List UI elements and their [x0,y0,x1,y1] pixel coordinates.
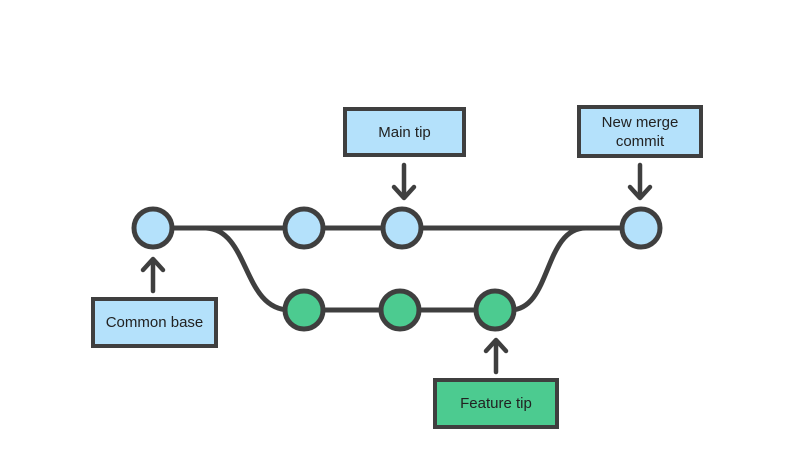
commit-node-feature-2 [378,288,422,332]
commit-node-main-3 [380,206,424,250]
commit-node-feature-1 [282,288,326,332]
main-tip-down-arrow-icon [391,162,417,201]
branch-out-curve [203,225,293,313]
commit-layer [131,206,663,332]
merge-in-curve [507,225,589,313]
label-common-base: Common base [91,297,218,348]
commit-node-main-4 [619,206,663,250]
new-merge-down-arrow-icon [627,162,653,201]
label-feature-tip: Feature tip [433,378,559,429]
label-new-merge-commit: New merge commit [577,105,703,158]
commit-node-main-2 [282,206,326,250]
label-main-tip: Main tip [343,107,466,157]
commit-node-main-1 [131,206,175,250]
commit-node-feature-3 [473,288,517,332]
feature-tip-up-arrow-icon [483,337,509,375]
common-base-up-arrow-icon [140,256,166,294]
